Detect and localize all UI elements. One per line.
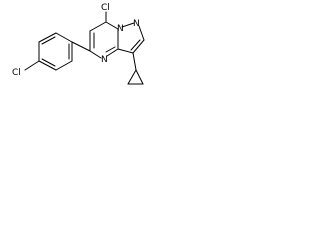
chlorophenyl-ring [38, 32, 73, 71]
bond-c2-c3 [132, 39, 145, 54]
bond-ph-double-1 [41, 36, 56, 45]
molecule-drawing: Cl N N N Cl [12, 3, 145, 85]
bond-ph-double-2 [41, 58, 56, 67]
bond-ph-5 [55, 60, 73, 71]
bond-c7-n1 [105, 21, 119, 30]
pyrimidine-ring [89, 21, 119, 59]
bond-ph-4 [38, 60, 57, 71]
bond-n2-c2 [138, 25, 145, 41]
bond-c3-cyclopropyl [132, 52, 137, 71]
atom-n-pyrimidine: N [101, 55, 108, 65]
bond-cp-a [127, 69, 137, 85]
bond-c3-c3a [117, 48, 134, 54]
atom-cl-phenyl: Cl [12, 68, 21, 78]
bond-phenyl-cl [24, 60, 40, 71]
bond-c2-c3-double [130, 39, 141, 51]
bond-ph-1 [55, 32, 73, 43]
pyrazole-ring [117, 22, 145, 54]
bond-n1-n2 [121, 22, 135, 28]
atom-cl-top: Cl [101, 3, 110, 13]
cyclopropyl-group [127, 52, 144, 85]
atom-labels: Cl N N N Cl [12, 3, 140, 78]
bond-cp-c [135, 69, 144, 85]
atom-n-pyrazole: N [133, 19, 140, 29]
bond-n4-c5 [89, 50, 102, 59]
chemical-structure-diagram: Cl N N N Cl [0, 0, 155, 102]
atom-n-bridge: N [117, 24, 124, 34]
bond-c5-phenyl [71, 41, 91, 52]
bond-c3a-n4-double [105, 46, 116, 53]
bond-c3a-n4 [106, 48, 119, 57]
bond-ph-2 [38, 32, 57, 43]
bond-c6-c7 [89, 21, 107, 32]
